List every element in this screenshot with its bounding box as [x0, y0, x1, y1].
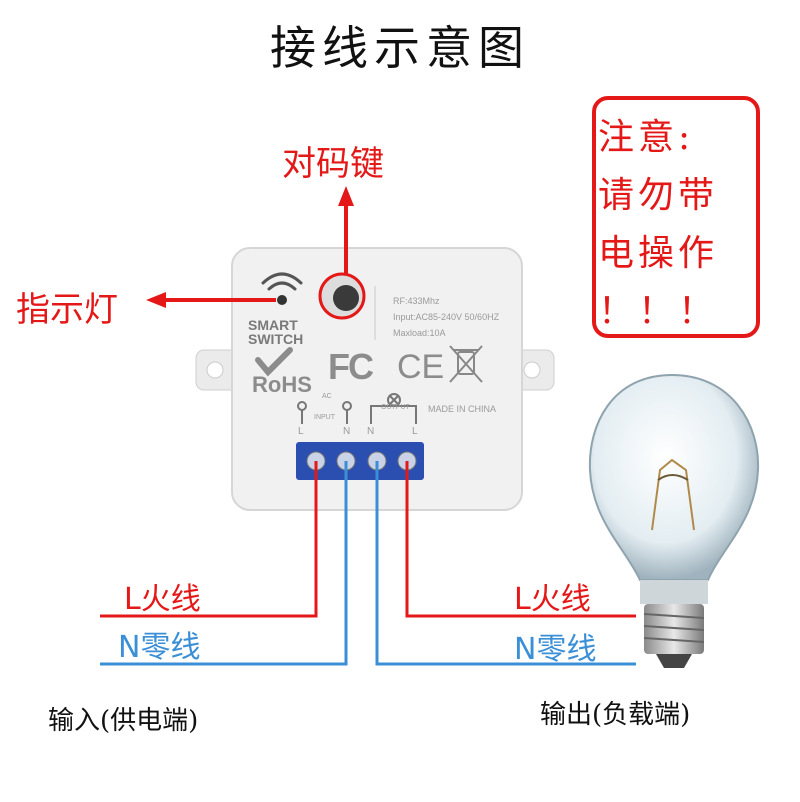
made-in-china-text: MADE IN CHINA — [428, 404, 497, 414]
output-terminal-label: OUTPUT — [381, 404, 410, 411]
wifi-icon — [261, 272, 303, 291]
note-line-1: 注意: — [598, 117, 695, 158]
diagram-title: 接线示意图 — [270, 21, 530, 75]
left-neutral-wire-label: N零线 — [118, 630, 201, 665]
pairing-arrow-head — [338, 186, 354, 206]
light-bulb-icon — [588, 373, 760, 668]
device-input-spec: Input:AC85-240V 50/60HZ — [393, 312, 500, 322]
terminal-label-2: N — [343, 426, 351, 437]
terminal-label-3: N — [367, 426, 375, 437]
fc-mark: FC — [328, 346, 374, 387]
indicator-led — [277, 295, 287, 305]
terminal-label-1: L — [298, 426, 304, 437]
right-neutral-wire-label: N零线 — [514, 632, 597, 667]
device-brand-line1: SMART — [248, 317, 298, 333]
device-brand-line2: SWITCH — [248, 331, 304, 347]
indicator-arrow-head — [146, 292, 166, 308]
note-line-2: 请勿带 — [598, 175, 719, 216]
right-neutral-wire — [375, 461, 636, 666]
left-live-wire-label: L火线 — [124, 582, 201, 617]
pairing-key-label: 对码键 — [282, 144, 384, 184]
rohs-mark: RoHS — [252, 372, 312, 397]
note-line-3: 电操作 — [598, 233, 719, 274]
left-live-wire — [100, 461, 318, 618]
input-terminal-label: INPUT — [314, 414, 335, 421]
weee-bin-icon — [449, 345, 483, 383]
left-neutral-wire — [100, 461, 348, 666]
right-live-wire — [405, 461, 636, 618]
input-side-label: 输入(供电端) — [48, 706, 199, 736]
terminal-label-4: L — [412, 426, 418, 437]
warning-note-box — [592, 96, 760, 338]
terminal-block — [296, 442, 424, 480]
right-live-wire-label: L火线 — [514, 582, 591, 617]
rohs-check-icon — [255, 347, 293, 377]
ce-mark: CE — [397, 348, 445, 386]
device-rf-spec: RF:433Mhz — [393, 296, 440, 306]
indicator-label: 指示灯 — [16, 290, 118, 330]
output-side-label: 输出(负载端) — [540, 700, 691, 730]
ac-label: AC — [322, 393, 332, 400]
note-line-4: ！！！ — [598, 291, 719, 332]
device-maxload-spec: Maxload:10A — [393, 328, 446, 338]
